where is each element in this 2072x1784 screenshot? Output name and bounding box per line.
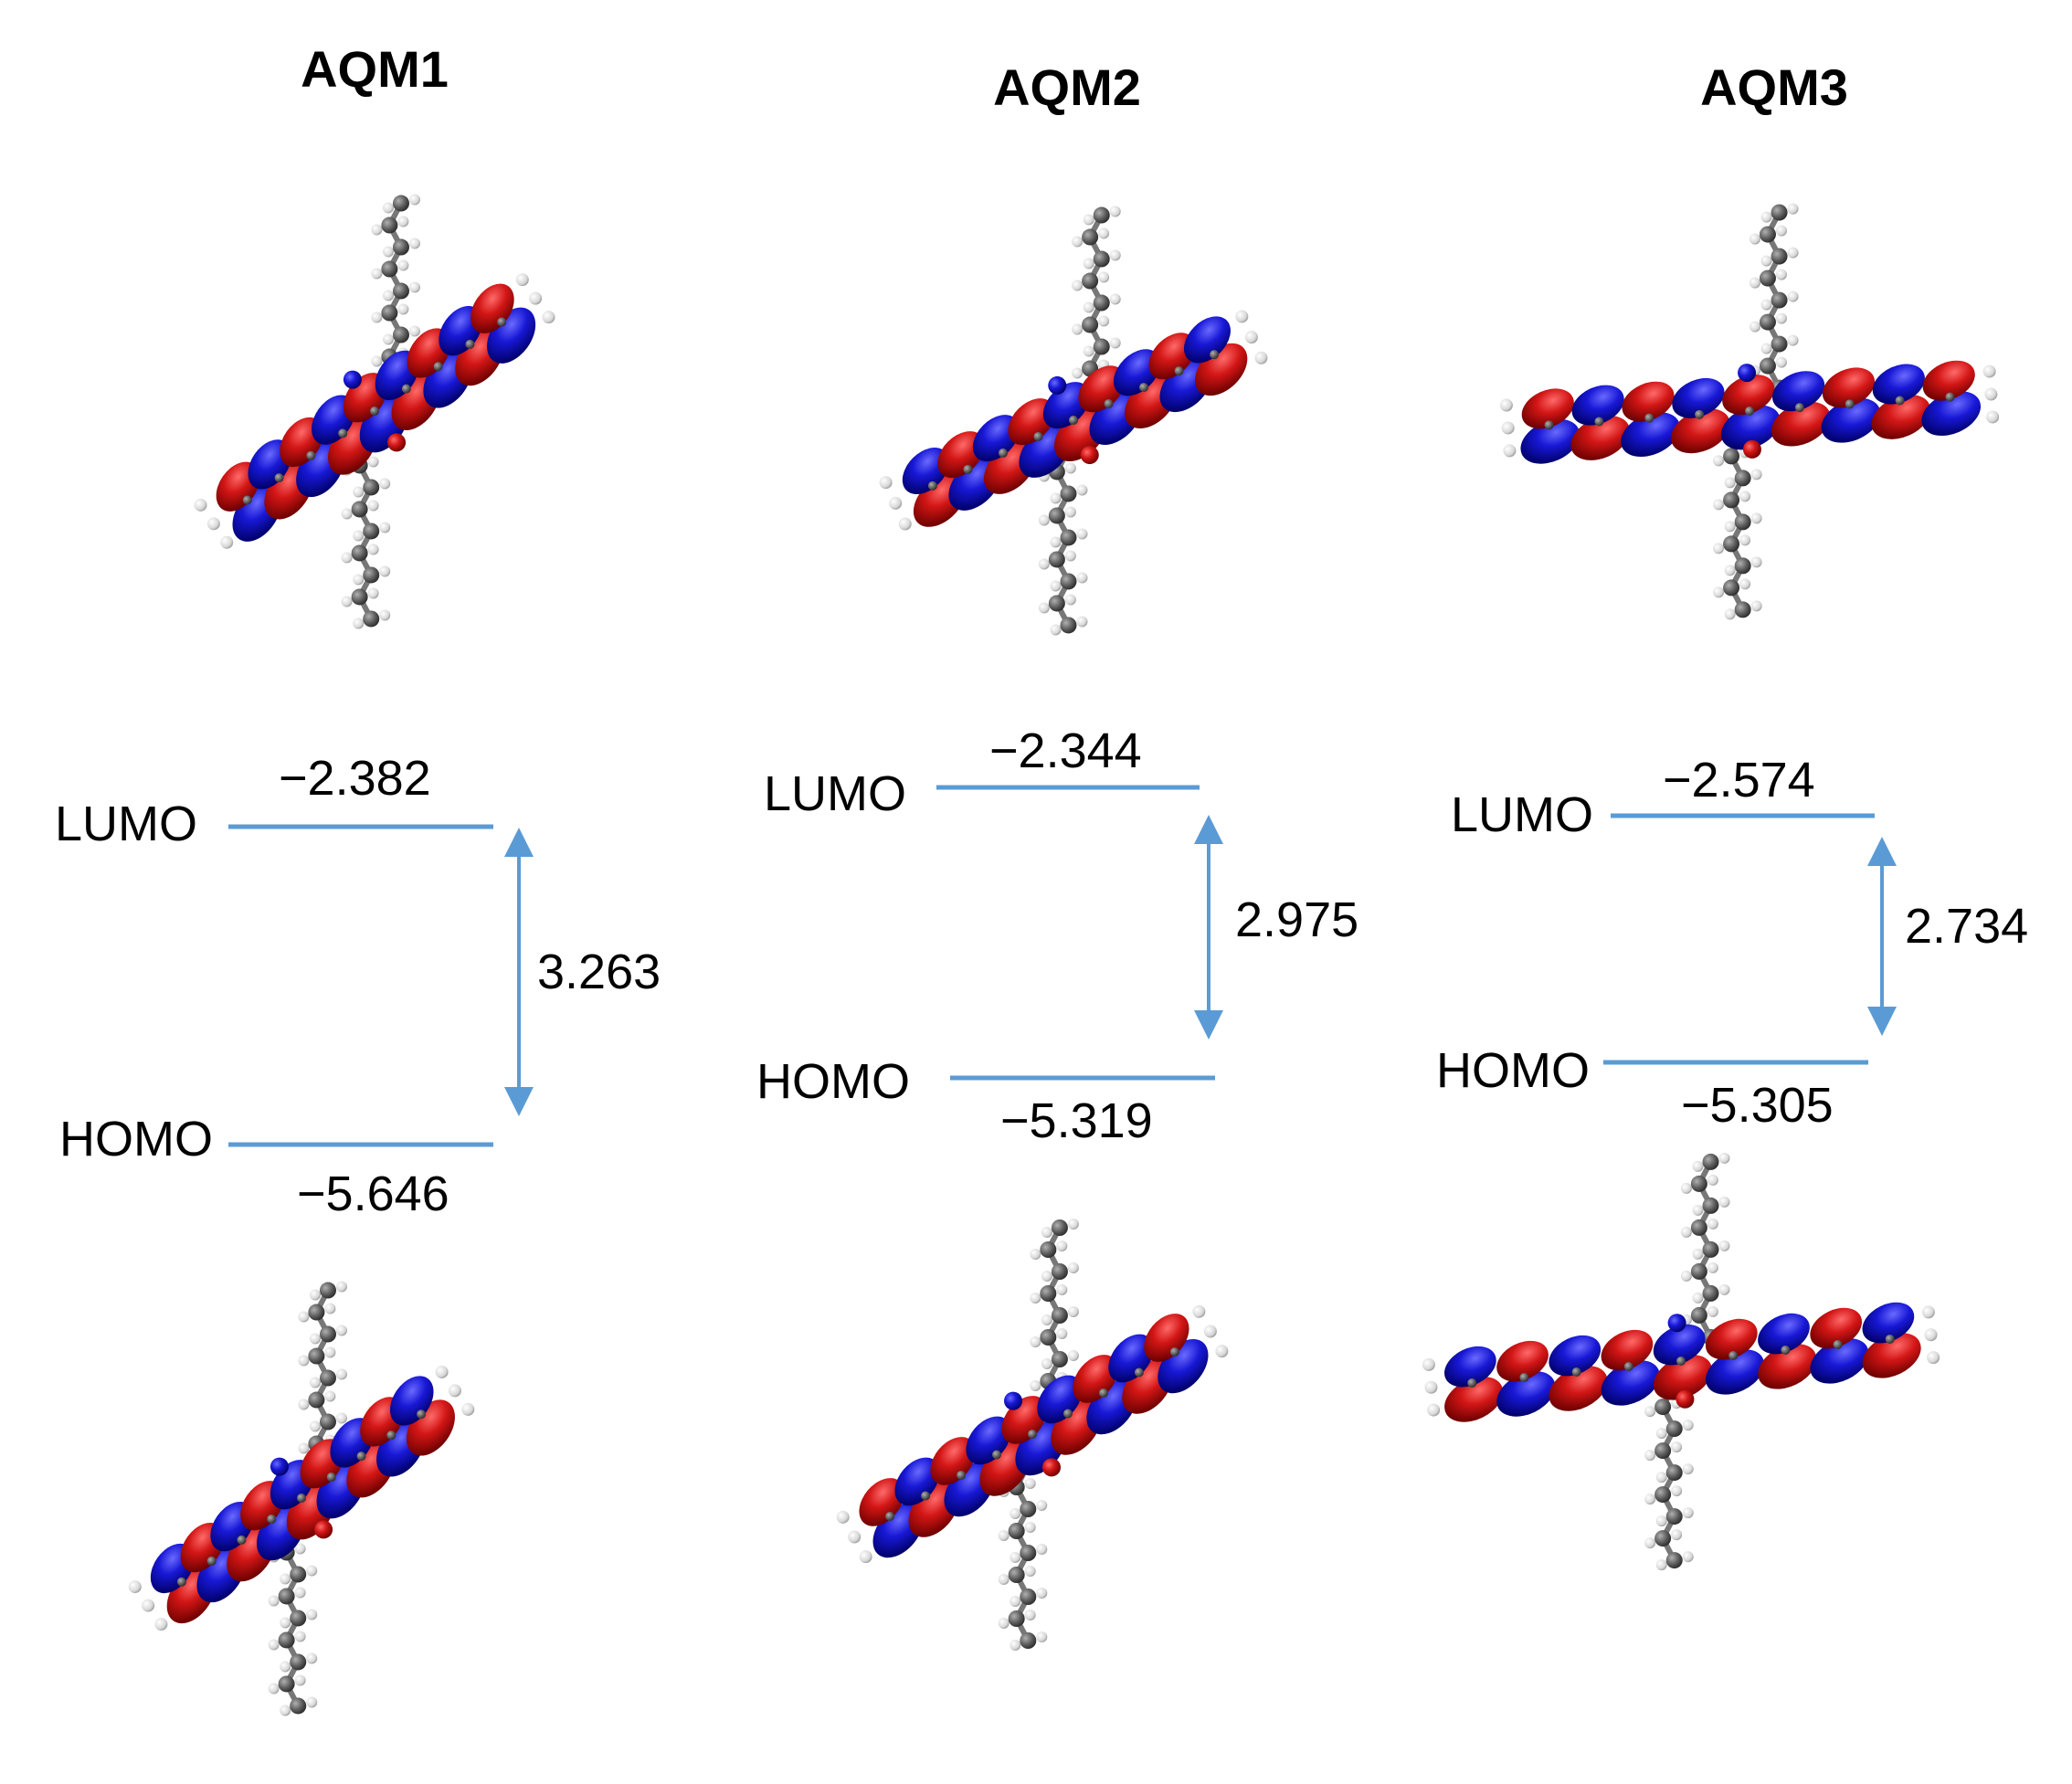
homo-label-aqm1: HOMO bbox=[59, 1112, 213, 1166]
gap-arrow-head-up-aqm2 bbox=[1194, 815, 1223, 844]
energy-levels-aqm1: LUMO −2.382 HOMO −5.646 3.263 bbox=[55, 751, 661, 1221]
panel-title-aqm1: AQM1 bbox=[301, 40, 449, 98]
homo-label-aqm2: HOMO bbox=[756, 1054, 910, 1109]
gap-arrow-head-down-aqm2 bbox=[1194, 1010, 1223, 1040]
energy-levels-aqm2: LUMO −2.344 HOMO −5.319 2.975 bbox=[756, 723, 1358, 1148]
lumo-label-aqm3: LUMO bbox=[1451, 787, 1593, 842]
homo-orbital-aqm1 bbox=[128, 1281, 475, 1716]
homo-label-aqm3: HOMO bbox=[1436, 1043, 1590, 1098]
homo-value-aqm2: −5.319 bbox=[1000, 1093, 1153, 1148]
homo-orbital-aqm2 bbox=[836, 1219, 1229, 1651]
lumo-orbital-aqm3 bbox=[1499, 203, 2000, 620]
lumo-value-aqm2: −2.344 bbox=[989, 723, 1142, 778]
panel-title-aqm2: AQM2 bbox=[993, 58, 1141, 116]
gap-value-aqm3: 2.734 bbox=[1905, 899, 2028, 954]
gap-value-aqm1: 3.263 bbox=[537, 945, 661, 999]
homo-value-aqm3: −5.305 bbox=[1681, 1078, 1834, 1133]
lumo-label-aqm2: LUMO bbox=[764, 766, 906, 821]
energy-levels-aqm3: LUMO −2.574 HOMO −5.305 2.734 bbox=[1436, 753, 2028, 1133]
gap-value-aqm2: 2.975 bbox=[1235, 892, 1358, 947]
homo-value-aqm1: −5.646 bbox=[297, 1166, 449, 1221]
gap-arrow-head-up-aqm3 bbox=[1867, 837, 1897, 866]
lumo-orbital-aqm1 bbox=[194, 194, 555, 629]
homo-orbital-aqm3 bbox=[1422, 1152, 1940, 1571]
lumo-value-aqm1: −2.382 bbox=[279, 751, 431, 806]
lumo-value-aqm3: −2.574 bbox=[1663, 753, 1815, 808]
lumo-label-aqm1: LUMO bbox=[55, 797, 197, 851]
gap-arrow-head-down-aqm3 bbox=[1867, 1007, 1897, 1036]
lumo-orbital-aqm2 bbox=[879, 206, 1268, 636]
gap-arrow-head-down-aqm1 bbox=[504, 1087, 534, 1116]
gap-arrow-head-up-aqm1 bbox=[504, 828, 534, 857]
panel-title-aqm3: AQM3 bbox=[1700, 58, 1848, 116]
